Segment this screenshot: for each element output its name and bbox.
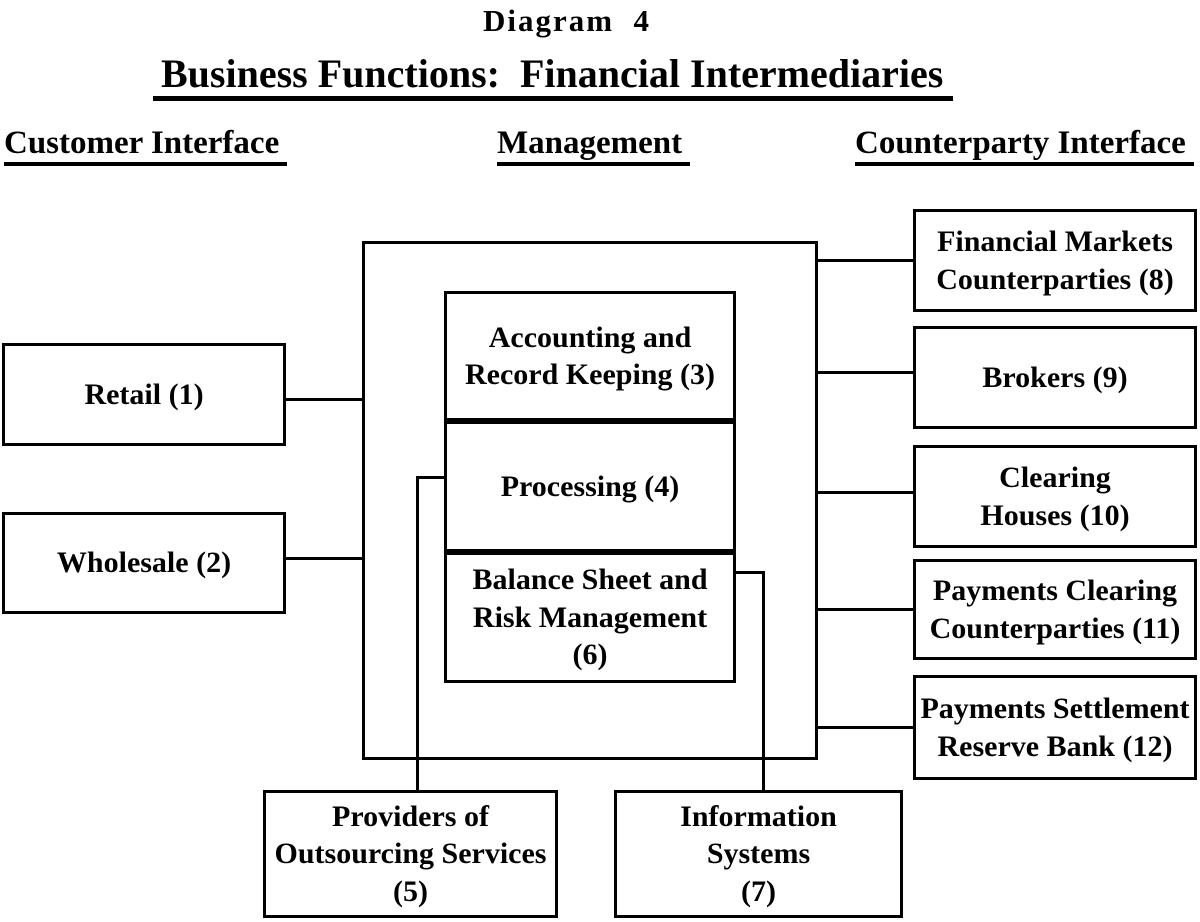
box-brokers: Brokers (9) [913, 326, 1197, 429]
diagram-subtitle: Business Functions: Financial Intermedia… [153, 52, 954, 101]
box-financial-markets-counterparties-label: Financial Markets Counterparties (8) [936, 225, 1174, 296]
box-financial-markets-counterparties: Financial Markets Counterparties (8) [913, 209, 1197, 312]
connector-wholesale-management [283, 557, 365, 560]
box-brokers-label: Brokers (9) [982, 360, 1128, 394]
box-information-systems: Information Systems (7) [614, 790, 903, 918]
column-header-customer-interface: Customer Interface [4, 126, 288, 166]
connector-retail-management [283, 398, 365, 401]
box-payments-clearing-counterparties-label: Payments Clearing Counterparties (11) [929, 574, 1181, 645]
connector-payments-settlement [815, 726, 913, 729]
box-retail: Retail (1) [2, 343, 286, 446]
box-payments-clearing-counterparties: Payments Clearing Counterparties (11) [913, 559, 1197, 660]
box-accounting-record-keeping-label: Accounting and Record Keeping (3) [465, 320, 715, 392]
column-header-counterparty-interface: Counterparty Interface [855, 126, 1194, 166]
box-retail-label: Retail (1) [84, 377, 204, 411]
box-clearing-houses: Clearing Houses (10) [913, 445, 1197, 548]
box-providers-outsourcing-services-label: Providers of Outsourcing Services (5) [274, 799, 547, 908]
connector-information-systems-horizontal [734, 571, 765, 574]
box-balance-sheet-risk-management: Balance Sheet and Risk Management (6) [444, 552, 736, 683]
box-payments-settlement-reserve-bank: Payments Settlement Reserve Bank (12) [913, 675, 1197, 780]
box-accounting-record-keeping: Accounting and Record Keeping (3) [444, 291, 736, 421]
box-processing-label: Processing (4) [500, 469, 680, 503]
box-payments-settlement-reserve-bank-label: Payments Settlement Reserve Bank (12) [920, 692, 1190, 763]
box-wholesale: Wholesale (2) [2, 512, 286, 614]
box-balance-sheet-risk-management-label: Balance Sheet and Risk Management (6) [472, 563, 708, 672]
box-clearing-houses-label: Clearing Houses (10) [980, 461, 1130, 532]
connector-information-systems-vertical [762, 571, 765, 793]
connector-payments-clearing [815, 608, 913, 611]
box-wholesale-label: Wholesale (2) [56, 546, 232, 580]
box-processing: Processing (4) [444, 421, 736, 552]
connector-financial-markets [815, 259, 913, 262]
box-providers-outsourcing-services: Providers of Outsourcing Services (5) [263, 790, 558, 918]
diagram-title: Diagram 4 [482, 3, 652, 38]
connector-outsourcing-horizontal [416, 476, 447, 479]
connector-outsourcing-vertical [416, 476, 419, 793]
connector-brokers [815, 371, 913, 374]
box-information-systems-label: Information Systems (7) [680, 799, 837, 908]
connector-clearing-houses [815, 491, 913, 494]
column-header-management: Management [497, 126, 691, 166]
